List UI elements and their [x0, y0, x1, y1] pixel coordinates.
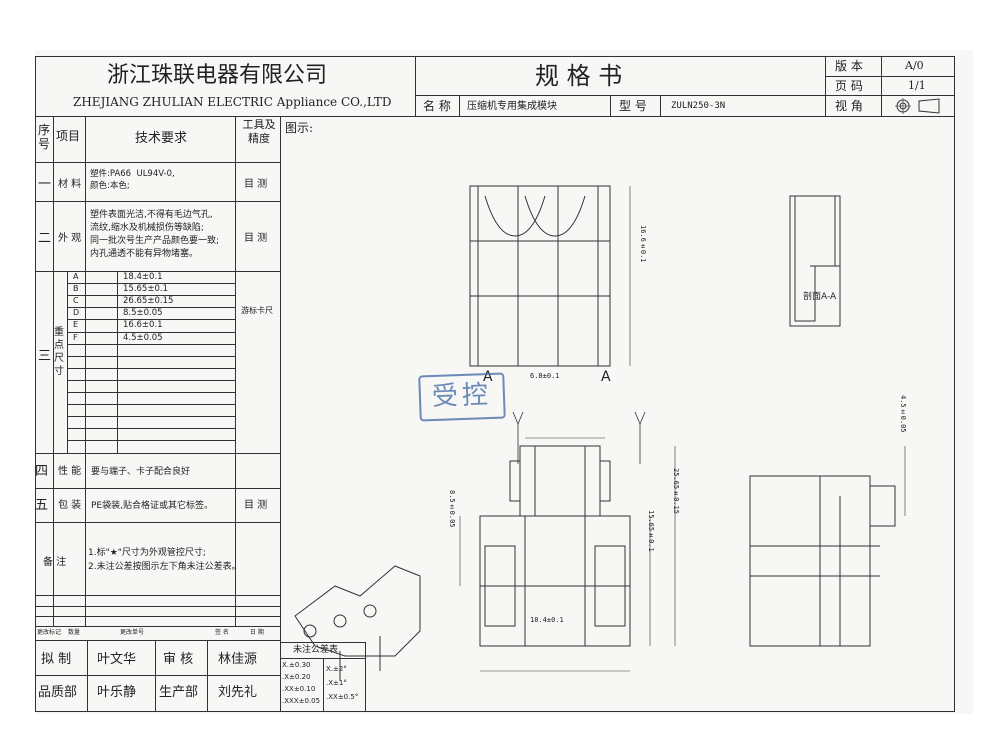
dim-value: 8.5±0.05	[123, 308, 163, 319]
dim-c: 6.8±0.1	[530, 372, 560, 380]
notes-line2: 2.未注公差按图示左下角未注公差表。	[88, 562, 241, 572]
dim-key: B	[73, 284, 79, 294]
row2-item: 外 观	[58, 233, 82, 244]
section-arrow-right: A	[601, 369, 611, 385]
pack-seq: 五	[35, 498, 49, 513]
dim-value: 4.5±0.05	[123, 332, 163, 343]
row1-req: 塑件:PA66 UL94V-0, 颜色:本色;	[90, 169, 175, 191]
version-label: 版 本	[835, 59, 863, 73]
model-label: 型 号	[619, 99, 647, 113]
review-name: 林佳源	[218, 652, 258, 667]
notes-line1: 1.标"★"尺寸为外观管控尺寸;	[88, 548, 206, 558]
dim-key: E	[73, 320, 79, 330]
row2-tool: 目 测	[244, 233, 268, 244]
perf-item: 性 能	[58, 466, 82, 477]
dim-key: C	[73, 296, 79, 306]
tol-l3: .XX±0.10	[282, 685, 316, 693]
row2-seq: 二	[38, 231, 52, 246]
pack-tool: 目 测	[244, 500, 268, 511]
dims-tool: 游标卡尺	[241, 306, 273, 315]
doc-title: 规 格 书	[535, 62, 623, 90]
dim-f: 4.5±0.05	[899, 395, 907, 433]
dim-key: D	[73, 308, 80, 318]
rev-h3: 更改单号	[120, 629, 145, 636]
tol-l4: .XXX±0.05	[282, 697, 321, 705]
dim-total: 25.65±0.15	[672, 468, 680, 514]
prod-name: 刘先礼	[218, 685, 258, 700]
qa-label: 品质部	[38, 685, 78, 700]
pack-req: PE袋装,贴合格证或其它标签。	[91, 501, 213, 511]
company-name-en: ZHEJIANG ZHULIAN ELECTRIC Appliance CO.,…	[73, 95, 392, 109]
section-arrow-left: A	[483, 369, 493, 385]
row2-req: 塑件表面光洁,不得有毛边气孔, 流纹,缩水及机械损伤等缺陷; 同一批次号生产产品…	[90, 210, 220, 259]
projection-symbol-icon	[895, 98, 940, 114]
drawing-sheet: 浙江珠联电器有限公司 ZHEJIANG ZHULIAN ELECTRIC App…	[35, 50, 973, 714]
controlled-stamp: 受控	[418, 372, 506, 422]
dim-value: 18.4±0.1	[123, 272, 163, 282]
tool-header: 工具及精度	[242, 118, 276, 145]
dim-key: A	[73, 272, 79, 281]
item-header: 项目	[56, 129, 81, 143]
tol-title: 未注公差表	[293, 645, 339, 655]
qa-name: 叶乐静	[97, 685, 137, 700]
diagram-label: 图示:	[285, 121, 314, 135]
dims-item: 重点尺寸	[54, 327, 64, 377]
row1-seq: 一	[38, 177, 52, 192]
company-name-cn: 浙江珠联电器有限公司	[107, 63, 328, 88]
name-value: 压缩机专用集成模块	[467, 101, 557, 112]
pack-item: 包 装	[58, 500, 82, 511]
tol-l2: .X±0.20	[282, 673, 311, 681]
tol-a1: X.±2°	[326, 665, 347, 673]
dim-b: 15.65±0.1	[647, 510, 655, 552]
tol-a3: .XX±0.5°	[326, 693, 359, 701]
dim-value: 26.65±0.15	[123, 296, 174, 307]
section-label: 剖面A-A	[803, 292, 837, 302]
view-label: 视 角	[835, 99, 863, 113]
dim-e: 16.6±0.1	[639, 225, 647, 263]
prod-label: 生产部	[159, 685, 199, 700]
dims-seq: 三	[38, 349, 52, 364]
perf-seq: 四	[35, 464, 49, 479]
rev-h1: 更改标记	[37, 629, 62, 636]
dim-value: 15.65±0.1	[123, 284, 168, 295]
draw-label: 拟 制	[41, 652, 72, 667]
row1-item: 材 料	[58, 179, 82, 190]
seq-header: 序号	[38, 123, 51, 151]
dim-value: 16.6±0.1	[123, 320, 163, 331]
review-label: 审 核	[163, 652, 194, 667]
notes-label: 备 注	[43, 557, 67, 568]
draw-name: 叶文华	[97, 652, 137, 667]
perf-req: 要与端子、卡子配合良好	[91, 467, 191, 477]
page-label: 页 码	[835, 79, 863, 93]
rev-h2: 数量	[68, 629, 81, 636]
req-header: 技术要求	[135, 131, 188, 146]
version-value: A/0	[905, 59, 924, 72]
dim-key: F	[73, 332, 78, 342]
tol-a2: .X±1°	[326, 679, 347, 687]
model-value: ZULN250-3N	[671, 101, 726, 111]
dim-d: 8.5±0.05	[448, 490, 456, 528]
rev-h5: 日 期	[250, 629, 264, 636]
dim-a: 18.4±0.1	[530, 616, 564, 624]
name-label: 名 称	[423, 99, 451, 113]
row1-tool: 目 测	[244, 179, 268, 190]
sheet-border	[35, 56, 955, 712]
page-value: 1/1	[908, 79, 926, 92]
technical-drawing	[294, 185, 906, 681]
rev-h4: 签 名	[215, 629, 229, 636]
tol-l1: X.±0.30	[282, 661, 311, 669]
